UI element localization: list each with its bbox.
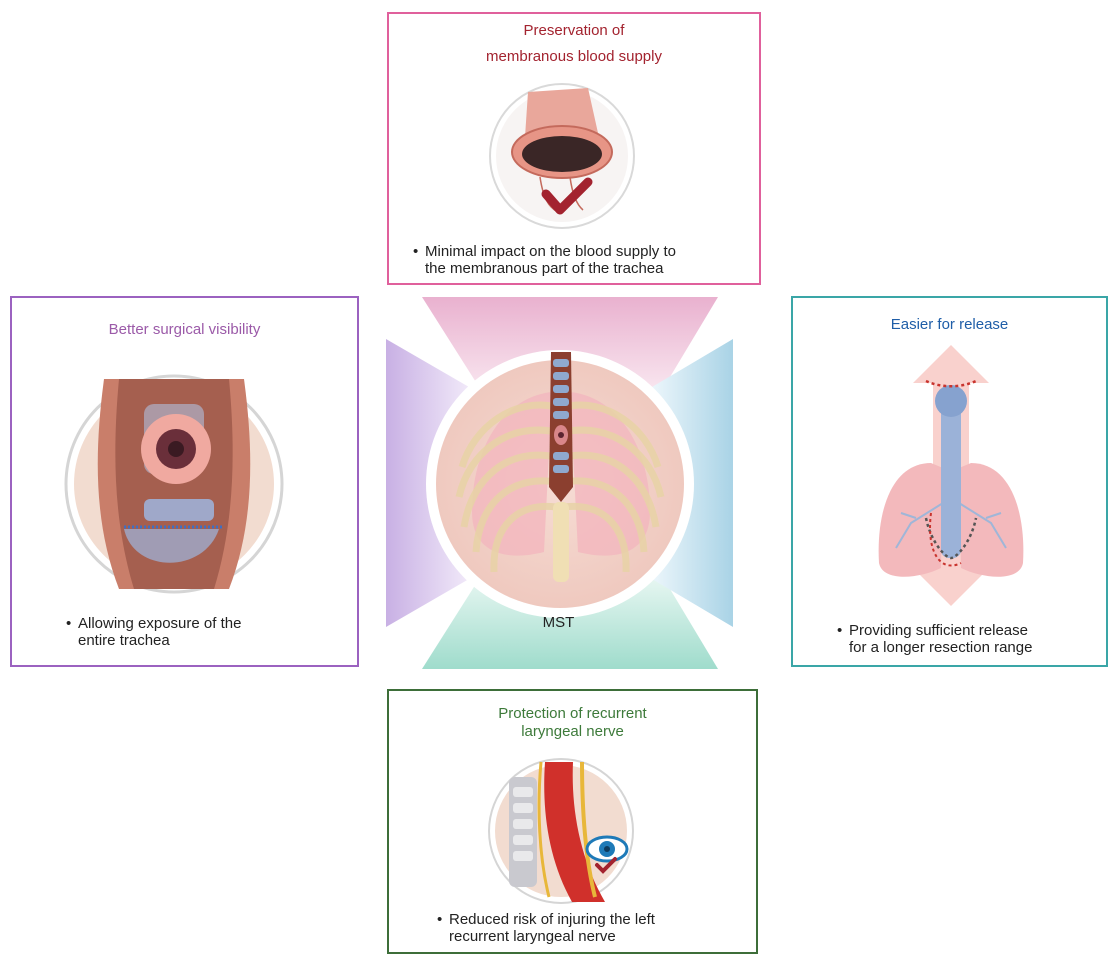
bullet-line2: entire trachea: [78, 632, 241, 649]
panel-title-line1: Protection of recurrent: [389, 704, 756, 724]
panel-title-line1: Preservation of: [389, 21, 759, 41]
panel-title: Better surgical visibility: [12, 320, 357, 340]
lungs-release-icon: [871, 343, 1031, 608]
panel-laryngeal-nerve: Protection of recurrent laryngeal nerve …: [387, 689, 758, 954]
bullet-glyph: •: [413, 243, 418, 260]
bullet-glyph: •: [66, 615, 71, 632]
bullet-glyph: •: [837, 622, 842, 639]
bullet-text: • Providing sufficient release for a lon…: [849, 622, 1032, 656]
mst-center-graphic: MST: [384, 297, 733, 669]
bullet-glyph: •: [437, 911, 442, 928]
mst-label: MST: [384, 614, 733, 631]
bullet-line2: for a longer resection range: [849, 639, 1032, 656]
bullet-line1: Allowing exposure of the: [78, 615, 241, 632]
bullet-line1: Providing sufficient release: [849, 622, 1032, 639]
panel-membranous-blood-supply: Preservation of membranous blood supply …: [387, 12, 761, 285]
bullet-line1: Minimal impact on the blood supply to: [425, 243, 676, 260]
panel-surgical-visibility: Better surgical visibility • Allowing ex…: [10, 296, 359, 667]
bullet-line1: Reduced risk of injuring the left: [449, 911, 655, 928]
nerve-eye-icon: [487, 757, 635, 905]
panel-easier-release: Easier for release • Providing sufficien…: [791, 296, 1108, 667]
trachea-cross-section-icon: [488, 82, 636, 230]
bullet-text: • Reduced risk of injuring the left recu…: [449, 911, 655, 945]
tumor-trachea-icon: [64, 374, 284, 594]
bullet-text: • Allowing exposure of the entire trache…: [78, 615, 241, 649]
panel-title-line2: membranous blood supply: [389, 47, 759, 67]
bullet-line2: the membranous part of the trachea: [425, 260, 676, 277]
bullet-text: • Minimal impact on the blood supply to …: [425, 243, 676, 277]
panel-title-line2: laryngeal nerve: [389, 722, 756, 742]
panel-title: Easier for release: [793, 315, 1106, 335]
bullet-line2: recurrent laryngeal nerve: [449, 928, 655, 945]
